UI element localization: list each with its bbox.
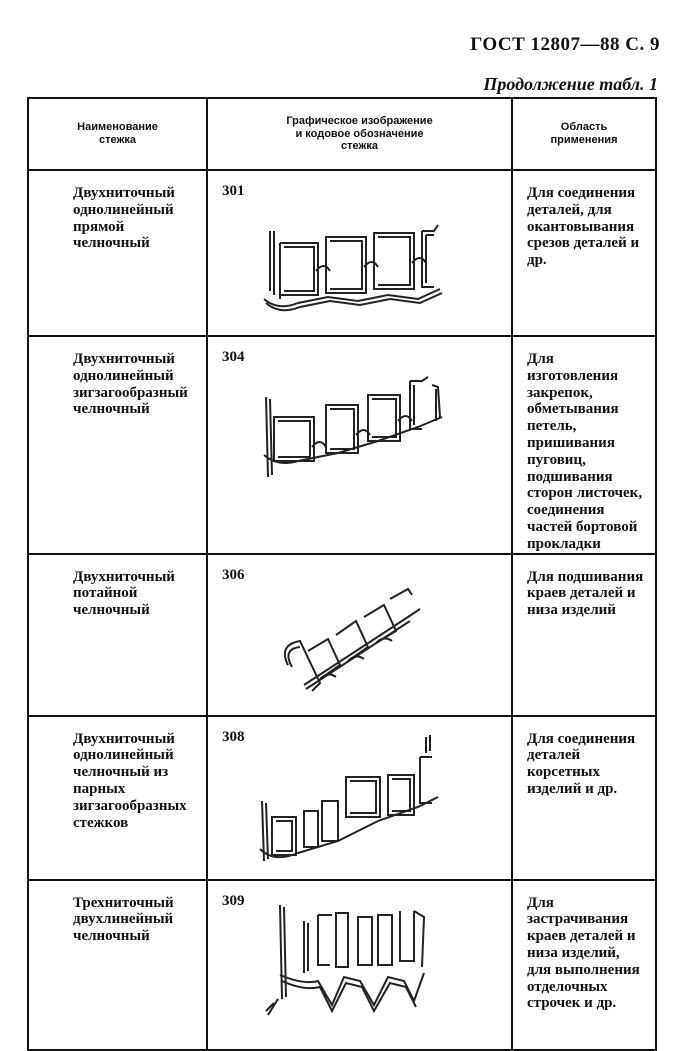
stitch-usage: Для застрачивания краев деталей и низа и… — [527, 894, 640, 1012]
stitch-301-drawing — [263, 224, 443, 312]
stitch-name: Трехниточный двухлинейный челночный — [73, 894, 174, 945]
stitch-usage: Для соединения деталей корсетных изделий… — [527, 730, 636, 797]
stitch-308-drawing — [259, 734, 439, 861]
stitch-304-drawing — [263, 376, 443, 478]
table-row: Двухниточный потайной челночный 306 — [27, 553, 657, 717]
stitch-name: Двухниточный однолинейный зигзагообразны… — [73, 351, 188, 418]
stitch-usage: Для подшивания краев деталей и низа изде… — [527, 568, 644, 619]
table-continuation-label: Продолжение табл. 1 — [483, 74, 658, 94]
column-header-image: Графическое изображение и кодовое обозна… — [206, 97, 513, 171]
stitch-name: Двухниточный потайной челночный — [73, 568, 175, 619]
stitch-name: Двухниточный однолинейный прямой челночн… — [73, 185, 175, 252]
stitch-name: Двухниточный однолинейный челночный из п… — [73, 730, 187, 831]
table-row: Двухниточный однолинейный челночный из п… — [27, 715, 657, 881]
table-row: Трехниточный двухлинейный челночный 309 — [27, 879, 657, 1051]
table-header-row: Наименование стежка Графическое изображе… — [27, 97, 657, 171]
page-header: ГОСТ 12807—88 С. 9 — [470, 34, 660, 55]
stitch-309-drawing — [265, 904, 426, 1016]
stitch-code: 309 — [222, 892, 245, 909]
stitch-306-drawing — [284, 587, 421, 692]
column-header-area: Область применения — [511, 97, 657, 171]
stitch-usage: Для соединения деталей, для окантовывани… — [527, 185, 640, 269]
stitch-table: Наименование стежка Графическое изображе… — [27, 97, 657, 1051]
stitch-code: 301 — [222, 183, 245, 199]
stitch-code: 304 — [222, 349, 245, 365]
stitch-code: 308 — [222, 728, 245, 745]
table-row: Двухниточный однолинейный зигзагообразны… — [27, 336, 657, 555]
stitch-code: 306 — [222, 566, 245, 583]
column-header-name: Наименование стежка — [27, 97, 208, 171]
table-row: Двухниточный однолинейный прямой челночн… — [27, 170, 657, 337]
stitch-usage: Для изготовления закрепок, обметывания п… — [527, 351, 643, 552]
